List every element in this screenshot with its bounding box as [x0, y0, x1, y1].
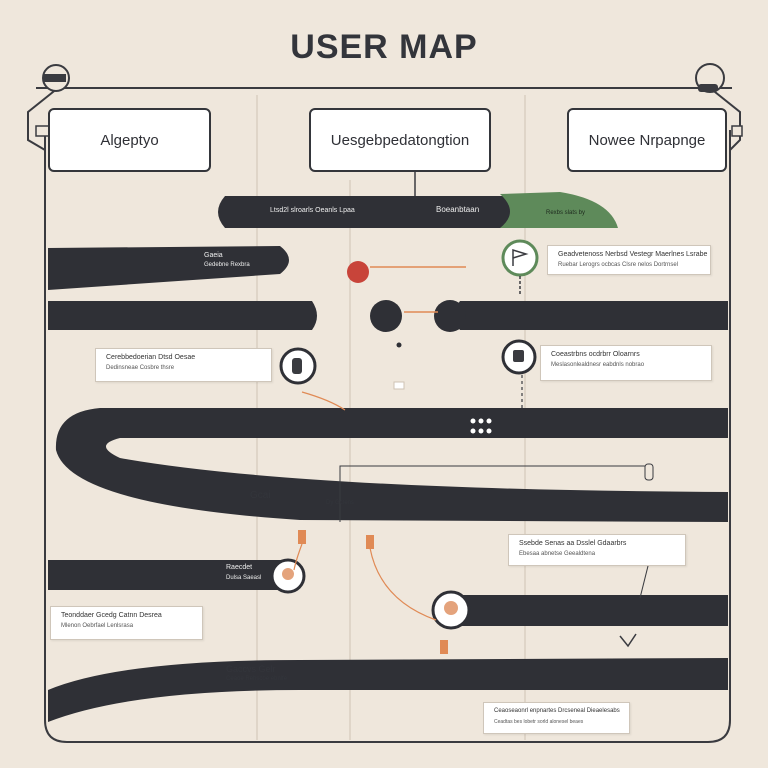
lower-left-label: Raecdet: [226, 564, 253, 571]
note-card-2[interactable]: Cerebbedoerian Dtsd Oesae Dedinsneae Cos…: [95, 348, 272, 382]
stage-box-1[interactable]: Algeptyo: [48, 108, 211, 172]
track-row-2-left: [48, 301, 317, 330]
track-row-2-right: [454, 301, 728, 330]
node-dark-2[interactable]: [434, 300, 466, 332]
note-card-1[interactable]: Geadvetenoss Nerbsd Vestegr Maerlnes Lsr…: [547, 245, 711, 275]
row1-label: Gaeia: [204, 252, 223, 259]
stage-box-3[interactable]: Nowee Nrpapnge: [567, 108, 727, 172]
flag-icon[interactable]: [501, 239, 539, 277]
clip-right: [731, 125, 743, 137]
green-tab: [500, 192, 618, 228]
top-band-label-2: Boeanbtaan: [436, 205, 480, 214]
curve-sublabel: Dy Gctens: [326, 500, 355, 506]
hook-icon-right: [695, 63, 725, 93]
green-tab-label: Rexbs slats by: [546, 210, 586, 216]
page-title: USER MAP: [290, 28, 478, 66]
bottom-sublabel: Ceaoe Rehscoe ebnlfe: [226, 676, 288, 682]
journey-tracks: [48, 196, 728, 722]
track-row-1: [48, 246, 289, 290]
note-card-6[interactable]: Ceaoseaonrl enpnartes Drcseneal Dieaeles…: [483, 702, 630, 734]
board-frame: [44, 130, 731, 743]
curve-label: Gcai: [250, 490, 271, 501]
track-row-lower-right: [443, 595, 728, 626]
track-bottom: [48, 658, 728, 722]
track-curve: [55, 408, 728, 522]
note-card-5[interactable]: Teonddaer Gcedg Catnn Desrea Mlenon Oebr…: [50, 606, 203, 640]
node-red[interactable]: [347, 261, 369, 283]
dice-icon: [470, 418, 492, 434]
stage-box-2[interactable]: Uesgebpedatongtion: [309, 108, 491, 172]
node-dark-1[interactable]: [370, 300, 402, 332]
top-band-label: Ltsd2l slroarls Oeanls Lpaa: [270, 207, 355, 214]
track-row-lower-left: [48, 560, 296, 590]
note-card-4[interactable]: Ssebde Senas aa Dsslel Gdaarbrs Ebesaa a…: [508, 534, 686, 566]
row1-sublabel: Gedebne Rexbra: [204, 262, 250, 268]
rail-bracket-left: [27, 87, 59, 151]
lower-left-sublabel: Dulsa Saeasl: [226, 575, 262, 581]
track-top: [218, 196, 526, 228]
note-card-3[interactable]: Coeastrbns ocdrbrr Oloarnrs Meslasonleal…: [540, 345, 712, 381]
hook-icon-left: [42, 64, 70, 92]
bottom-label: Gaccvs Gelr: [226, 664, 276, 674]
